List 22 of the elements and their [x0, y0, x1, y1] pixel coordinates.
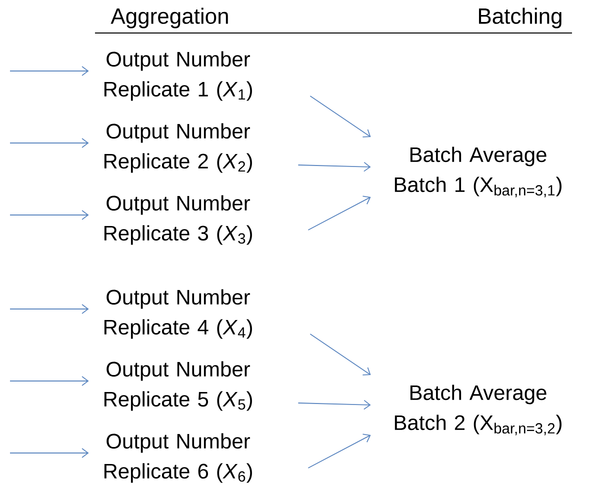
arrow: [10, 376, 89, 386]
arrow: [10, 66, 89, 76]
arrow: [298, 400, 371, 410]
column-heading: Batching: [479, 8, 562, 28]
batch-label: Batch Average Batch 1 (X$_{bar,n=3,1}$): [394, 146, 562, 198]
replicate-label: Output Number Replicate 3 (X$_{3}$): [104, 195, 252, 245]
arrow: [10, 448, 89, 458]
arrow: [310, 96, 371, 138]
arrow: [298, 162, 371, 172]
arrow: [10, 304, 89, 314]
replicate-label: Output Number Replicate 5 (X$_{5}$): [104, 361, 252, 411]
arrow: [308, 196, 371, 230]
replicate-label: Output Number Replicate 6 (X$_{6}$): [104, 433, 252, 483]
replicate-label: Output Number Replicate 4 (X$_{4}$): [104, 289, 252, 339]
arrow: [10, 138, 89, 148]
arrow: [310, 334, 371, 376]
column-heading: Aggregation: [110, 8, 228, 28]
arrow: [10, 210, 89, 220]
batch-label: Batch Average Batch 2 (X$_{bar,n=3,2}$): [394, 384, 562, 436]
replicate-label: Output Number Replicate 1 (X$_{1}$): [104, 51, 252, 101]
arrow: [308, 434, 371, 468]
replicate-label: Output Number Replicate 2 (X$_{2}$): [104, 123, 252, 173]
